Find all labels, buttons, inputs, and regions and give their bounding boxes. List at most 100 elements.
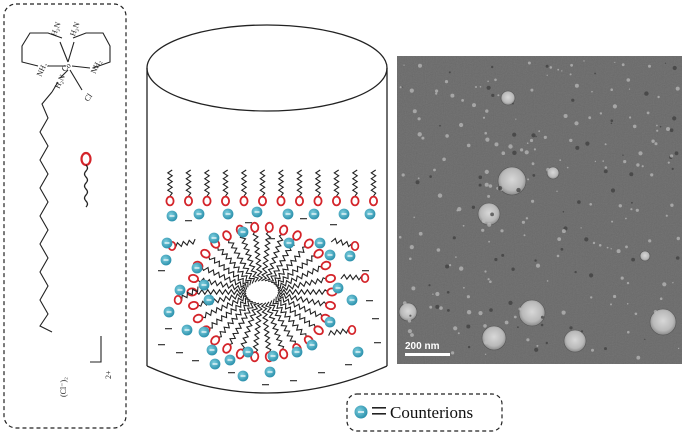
tem-speck	[478, 183, 482, 187]
charge-dash	[176, 352, 183, 354]
tem-speck	[457, 207, 462, 212]
tem-speck	[484, 340, 488, 345]
tem-speck	[413, 347, 416, 349]
tem-speck	[577, 200, 581, 204]
tem-speck	[429, 175, 432, 178]
micelle-surfactant-tail	[264, 233, 284, 282]
tem-speck	[635, 208, 639, 212]
tem-speck	[466, 295, 470, 299]
tem-speck	[487, 194, 491, 198]
tem-speck	[417, 132, 422, 137]
tem-speck	[653, 310, 658, 314]
tem-speck	[538, 130, 541, 133]
surface-surfactant-tail	[370, 169, 377, 197]
tem-speck	[485, 109, 489, 113]
micelle-surfactant-head	[222, 230, 232, 241]
surface-surfactant-head	[331, 195, 341, 207]
micelle-surfactant-tail	[217, 300, 253, 338]
counterion-minus	[327, 321, 333, 323]
counterion-minus	[347, 255, 353, 257]
tem-speck	[569, 138, 573, 143]
tem-speck	[435, 291, 440, 297]
tem-speck	[478, 311, 483, 316]
scale-bar	[405, 353, 450, 356]
surface-surfactant-tail	[222, 169, 229, 197]
tem-speck	[636, 355, 641, 360]
tem-speck	[490, 212, 494, 217]
tem-speck	[398, 235, 402, 239]
micelle-surfactant-head	[325, 300, 336, 311]
tem-speck	[604, 347, 607, 351]
tem-speck	[515, 118, 517, 120]
tem-speck	[415, 180, 420, 185]
tem-speck	[632, 124, 637, 129]
micelle-surfactant-head	[200, 248, 211, 259]
micelle-surfactant-tail	[273, 255, 316, 287]
tem-speck	[446, 291, 450, 294]
tem-speck	[450, 93, 455, 98]
tem-speck	[417, 177, 420, 180]
micelle-surfactant-head	[222, 343, 232, 354]
tem-speck	[525, 217, 529, 220]
tem-speck	[659, 125, 662, 128]
tem-speck	[485, 137, 490, 142]
tem-speck	[602, 160, 604, 162]
counterion-minus	[341, 213, 347, 215]
tem-speck	[500, 334, 502, 337]
tem-speck	[501, 253, 505, 257]
counterion-minus	[355, 351, 361, 353]
surface-surfactant-tail	[185, 169, 192, 197]
tem-speck	[626, 78, 631, 82]
tem-speck	[409, 245, 414, 250]
tem-speck	[625, 217, 627, 220]
micelle-surfactant-tail	[195, 288, 247, 296]
tem-speck	[629, 116, 632, 119]
micelle-surfactant-tail	[208, 255, 249, 288]
tem-speck	[646, 111, 650, 115]
surface-surfactant-tail	[277, 169, 285, 197]
micelle-surfactant-tail	[260, 302, 272, 354]
micelle-surfactant-head	[250, 221, 260, 233]
micelle-surfactant-tail	[272, 298, 307, 338]
tem-speck	[636, 163, 640, 167]
micelle-surfactant-head	[320, 260, 332, 271]
tem-speck	[603, 169, 608, 174]
surfactant-icon	[80, 151, 92, 208]
tem-speck	[589, 203, 592, 206]
tem-speck	[484, 131, 488, 135]
label-h2n-e: H₂N	[53, 73, 67, 90]
surface-surfactant-tail	[203, 169, 211, 197]
counterion-minus	[194, 267, 200, 269]
tem-speck	[466, 143, 471, 148]
tem-speck	[511, 267, 515, 271]
micelle-surfactant-tail	[275, 296, 316, 329]
tem-speck	[650, 173, 654, 177]
charge-label: 2+	[104, 370, 113, 379]
tem-speck	[534, 259, 537, 262]
tem-speck	[445, 264, 450, 269]
counterion-minus	[164, 242, 170, 244]
label-h2n-a: H₂N	[49, 21, 62, 38]
tem-speck	[407, 329, 412, 334]
tem-speck	[494, 257, 498, 262]
tem-speck	[667, 161, 670, 164]
tem-speck	[598, 244, 602, 247]
tem-speck	[556, 254, 560, 258]
tem-speck	[418, 231, 423, 236]
tem-speck	[410, 333, 414, 337]
tem-speck	[620, 276, 624, 280]
tem-particle	[477, 202, 501, 226]
charge-dash	[372, 318, 379, 320]
micelle-surfactant-head	[313, 325, 324, 336]
micelle-surfactant-tail	[252, 302, 263, 354]
tem-speck	[631, 257, 635, 262]
tem-speck	[627, 330, 630, 334]
micelle-surfactant-tail	[276, 277, 327, 293]
tem-particle	[518, 299, 546, 327]
tem-speck	[546, 280, 549, 282]
tem-speck	[526, 338, 530, 342]
tem-speck	[520, 148, 524, 152]
tem-speck	[618, 204, 622, 208]
tem-speck	[626, 303, 629, 305]
